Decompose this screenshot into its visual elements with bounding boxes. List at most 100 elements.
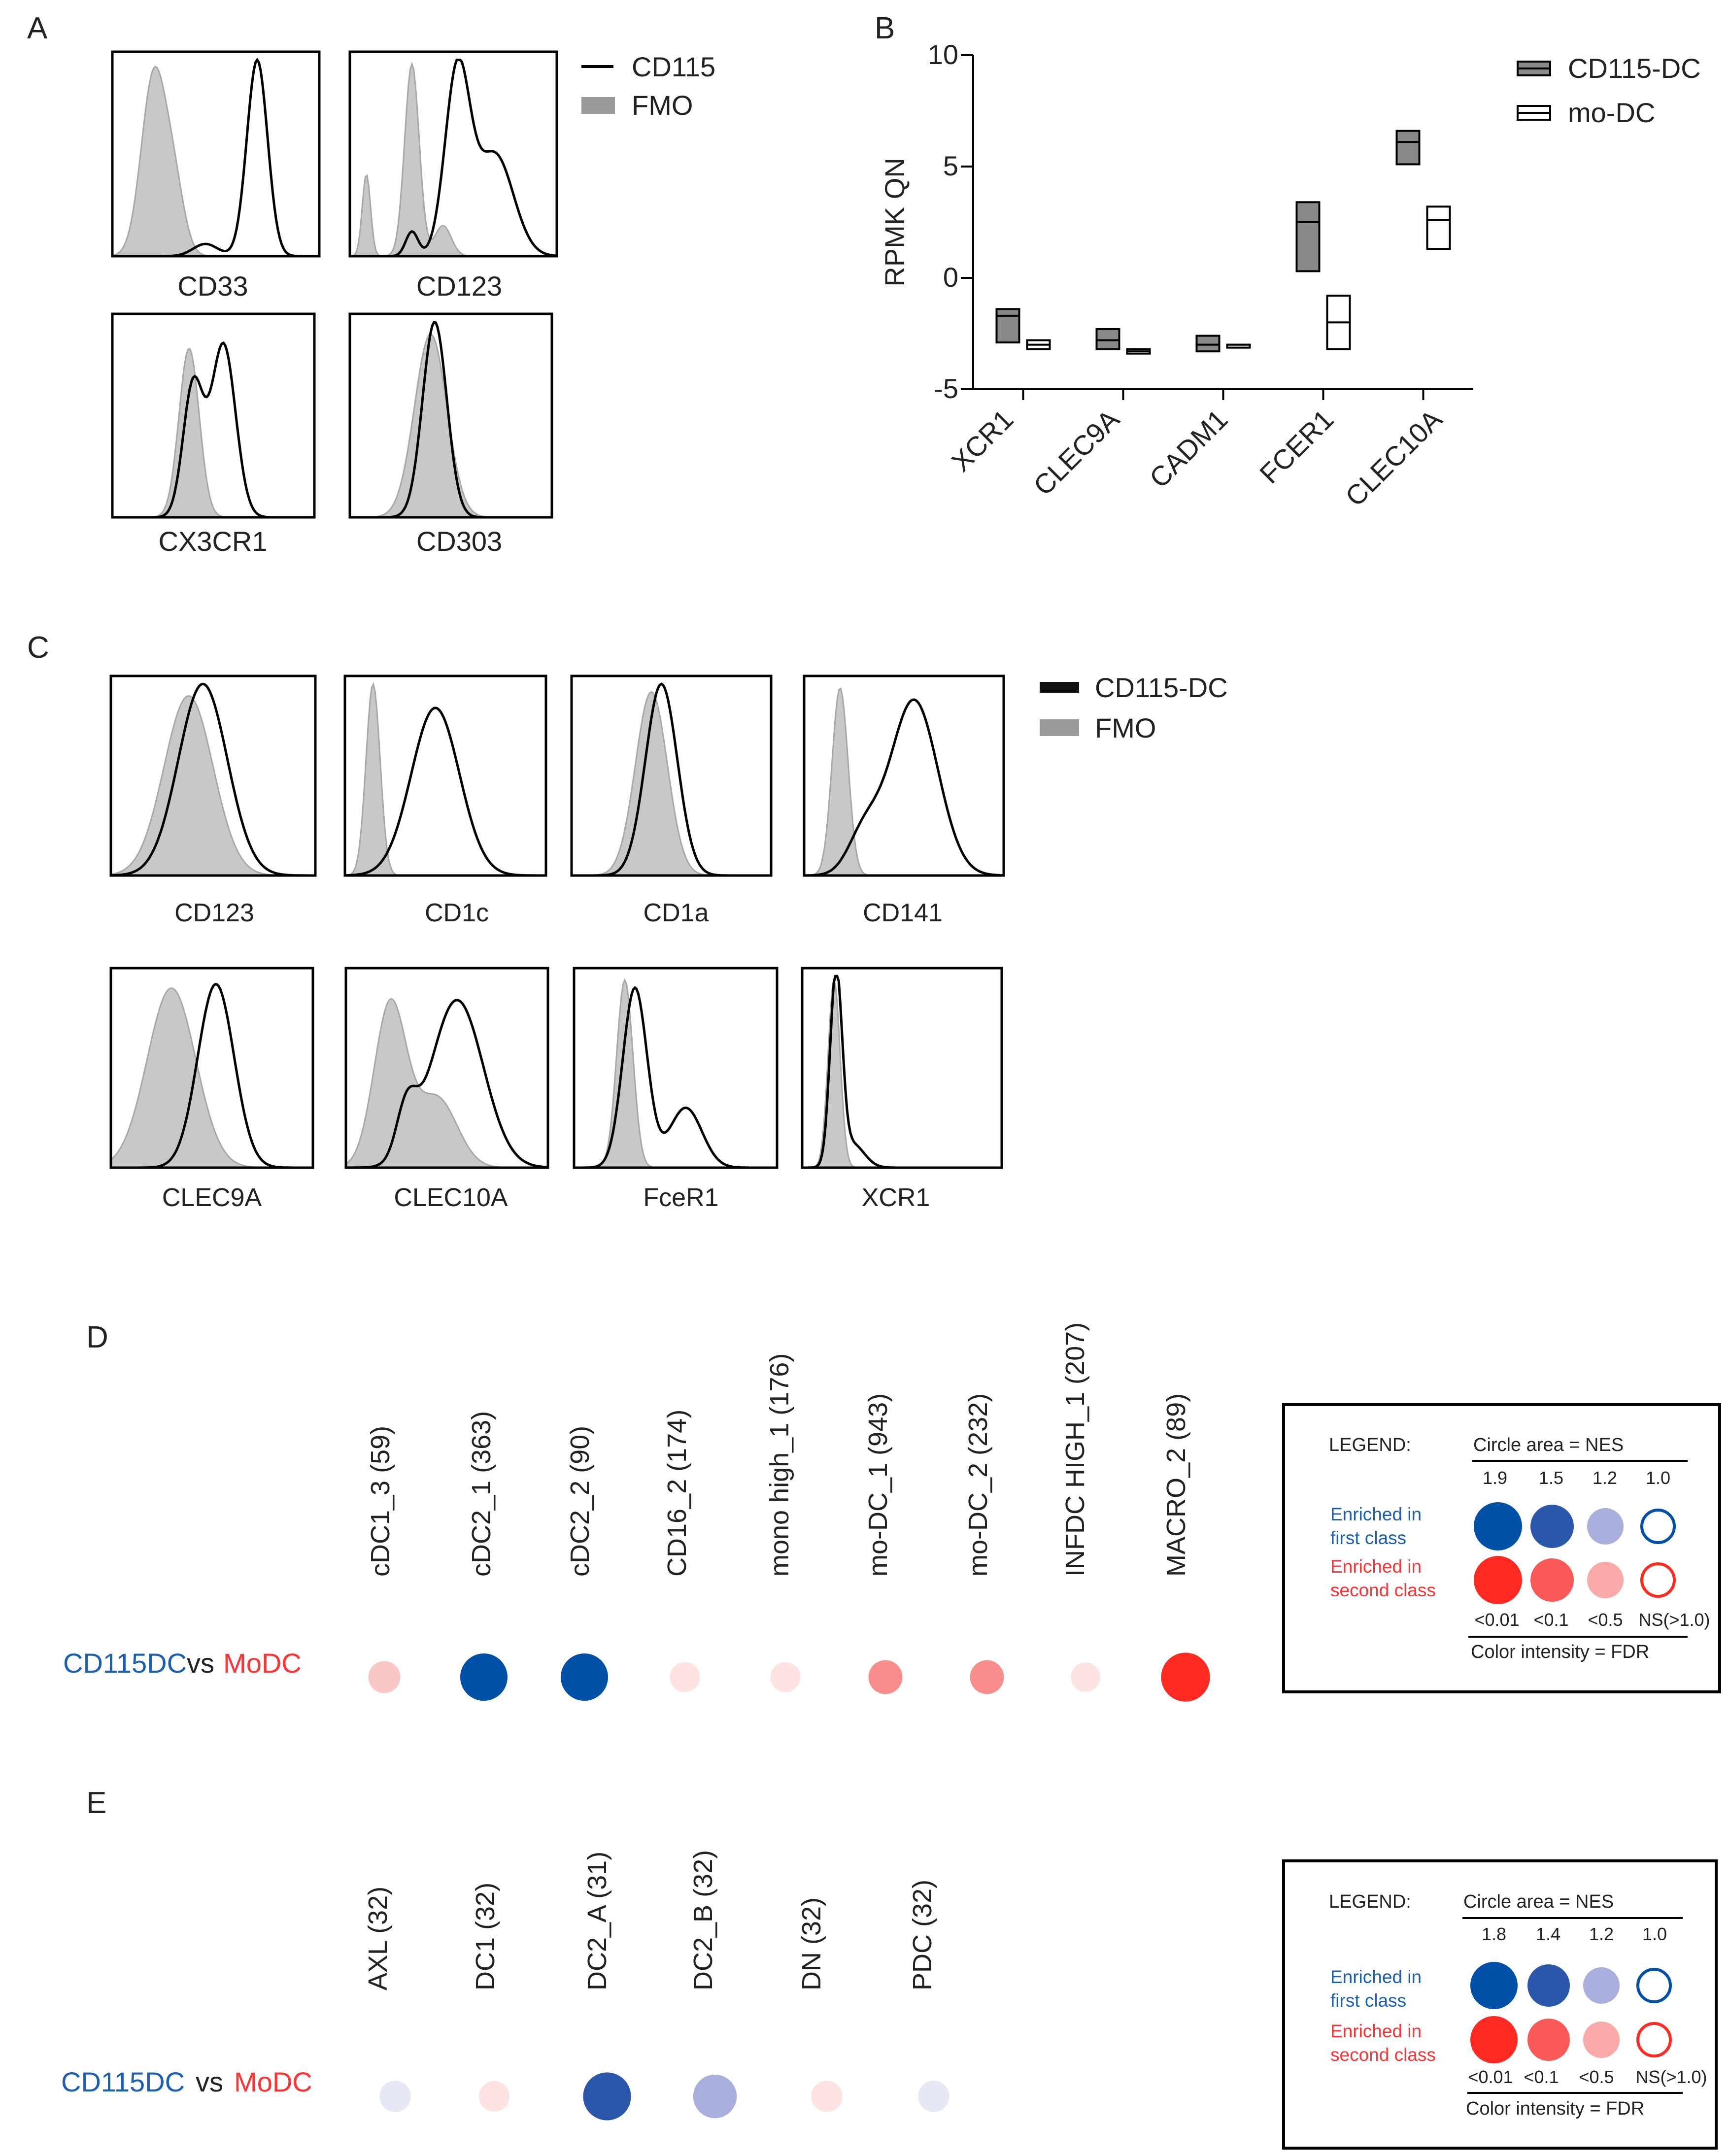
- gene-set-label: CD16_2 (174): [662, 1410, 692, 1577]
- gene-set-label: DC1 (32): [471, 1883, 500, 1990]
- histogram-label: CD1c: [425, 899, 489, 927]
- legend-nes-value: 1.9: [1483, 1468, 1507, 1488]
- histogram-frame: [801, 967, 1003, 1169]
- legend-line-label: CD115-DC: [1095, 672, 1228, 703]
- legend-dot: [1527, 1964, 1570, 2007]
- legend-first-class: Enriched in: [1330, 1967, 1422, 1987]
- legend-fill-label: FMO: [1095, 712, 1156, 743]
- legend-title: LEGEND:: [1329, 1435, 1411, 1455]
- legend-fdr-value: <0.5: [1588, 1610, 1623, 1630]
- histogram: [109, 967, 314, 1169]
- panel-e-dots: [379, 2072, 949, 2121]
- panel-d-columns: cDC1_3 (59) cDC2_1 (363) cDC2_2 (90) CD1…: [366, 1322, 1191, 1577]
- panel-label-e: E: [86, 1786, 106, 1820]
- histogram-frame: [111, 50, 321, 258]
- enrichment-dot: [811, 2081, 843, 2112]
- y-tick-label: 0: [943, 262, 958, 293]
- panel-a-legend: CD115 FMO: [581, 51, 715, 121]
- legend-dot: [1636, 2022, 1672, 2057]
- enrichment-dot: [670, 1662, 700, 1692]
- gene-set-label: mo-DC_1 (943): [863, 1393, 893, 1577]
- gene-set-label: MACRO_2 (89): [1161, 1393, 1191, 1577]
- comparison-second: MoDC: [223, 1648, 302, 1679]
- legend-dot: [1587, 1562, 1624, 1598]
- box-cd115dc: [1395, 130, 1421, 166]
- histogram: [801, 967, 1003, 1169]
- fmo-fill: [574, 978, 777, 1169]
- panel-a: [111, 50, 558, 519]
- histogram: [348, 312, 553, 519]
- legend-frame: [1282, 1403, 1721, 1693]
- fmo-fill: [345, 998, 548, 1169]
- fmo-fill: [804, 687, 1004, 876]
- legend-nes-value: 1.8: [1482, 1924, 1506, 1944]
- legend-intensity-note: Color intensity = FDR: [1466, 2098, 1644, 2119]
- x-tick-label: XCR1: [945, 404, 1019, 477]
- y-tick-label: 10: [928, 39, 958, 70]
- legend-dot: [1640, 1509, 1676, 1544]
- comparison-second: MoDC: [234, 2066, 312, 2097]
- legend-nes-value: 1.2: [1593, 1468, 1617, 1488]
- legend-second-class: Enriched in: [1330, 1556, 1422, 1577]
- enrichment-dot: [460, 1653, 508, 1701]
- gene-set-label: DC2_B (32): [688, 1850, 718, 1990]
- comparison-vs: vs: [196, 2066, 223, 2097]
- legend-fill-swatch: [1040, 719, 1079, 736]
- histogram: [344, 967, 549, 1169]
- legend-nes-value: 1.5: [1539, 1468, 1563, 1488]
- box-cd115dc: [1295, 201, 1321, 272]
- stain-line: [345, 999, 548, 1169]
- gene-set-label: cDC2_1 (363): [467, 1411, 496, 1577]
- histogram: [111, 312, 316, 519]
- histogram-label: CD123: [174, 899, 254, 927]
- histogram-label: CD1a: [644, 899, 709, 927]
- legend-dot: [1474, 1556, 1522, 1604]
- gene-set-label: cDC2_2 (90): [565, 1426, 595, 1577]
- histogram-frame: [109, 674, 317, 877]
- legend-dot: [1530, 1558, 1574, 1602]
- x-tick-label: FCER1: [1254, 404, 1339, 489]
- enrichment-dot: [561, 1653, 608, 1701]
- legend-label: mo-DC: [1568, 97, 1655, 128]
- histogram: [570, 674, 773, 877]
- panel-d-dots: [368, 1652, 1210, 1702]
- histogram-frame: [111, 312, 316, 519]
- legend-first-class: Enriched in: [1330, 1504, 1422, 1524]
- enrichment-dot: [379, 2081, 411, 2112]
- histogram-frame: [348, 50, 558, 258]
- legend-area-note: Circle area = NES: [1463, 1891, 1614, 1912]
- comparison-vs: vs: [187, 1648, 214, 1679]
- gene-set-label: mo-DC_2 (232): [963, 1393, 993, 1577]
- enrichment-dot: [368, 1661, 401, 1693]
- legend-fdr-value: NS(>1.0): [1638, 1610, 1710, 1630]
- enrichment-dot: [868, 1660, 903, 1694]
- y-tick-label: -5: [934, 373, 958, 404]
- gene-set-label: mono high_1 (176): [765, 1353, 794, 1577]
- legend-nes-value: 1.0: [1642, 1924, 1667, 1944]
- legend-line-label: CD115: [632, 51, 715, 82]
- legend-dot: [1636, 1968, 1672, 2003]
- legend-first-class: first class: [1330, 1528, 1406, 1548]
- legend-dot: [1530, 1505, 1574, 1548]
- panel-b-chart: 10 5 0 -5 RPMK QN XCR1 CLEC9A CADM1 FCER…: [879, 39, 1701, 512]
- legend-intensity-note: Color intensity = FDR: [1471, 1642, 1649, 1662]
- y-tick-label: 5: [943, 150, 958, 181]
- legend-fdr-value: <0.5: [1579, 2067, 1614, 2087]
- box-cd115dc: [1095, 328, 1120, 350]
- enrichment-dot: [1161, 1652, 1210, 1702]
- legend-label: CD115-DC: [1568, 53, 1701, 84]
- histogram-frame: [570, 674, 773, 877]
- histogram-label: CD141: [863, 899, 943, 927]
- legend-dot: [1583, 1967, 1620, 2004]
- panel-label-c: C: [27, 631, 49, 665]
- histogram-label: CX3CR1: [159, 526, 268, 557]
- x-tick-label: CADM1: [1143, 404, 1233, 494]
- legend-dot: [1587, 1508, 1624, 1545]
- enrichment-dot: [1071, 1662, 1100, 1692]
- legend-fdr-value: NS(>1.0): [1635, 2067, 1707, 2087]
- box-cd115dc: [1195, 335, 1220, 353]
